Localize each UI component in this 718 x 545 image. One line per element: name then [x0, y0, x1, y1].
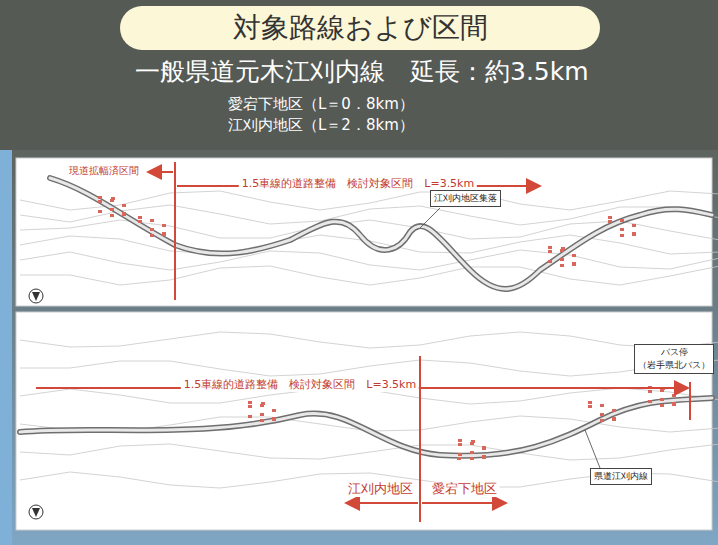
map-label: 現道拡幅済区間 — [66, 165, 142, 177]
callout-box: 江刈内地区集落 — [430, 190, 501, 207]
title-box: 対象路線および区間 — [120, 6, 600, 50]
map-label: 愛宕下地区（L＝0．8km） — [228, 96, 414, 113]
slide-edge — [0, 150, 12, 545]
callout-text: バス停 — [638, 346, 710, 359]
road — [20, 178, 712, 456]
map-label: 一般県道元木江刈内線 延長：約3.5km — [135, 58, 589, 87]
callout-text: 江刈内地区集落 — [434, 192, 497, 205]
section-markers — [36, 162, 690, 522]
map-label: 江刈内地区 — [345, 482, 416, 497]
callout-text: 県道江刈内線 — [594, 470, 648, 483]
building-dots — [98, 196, 676, 460]
north-arrow — [29, 289, 43, 519]
callout-box: バス停（岩手県北バス） — [634, 344, 714, 374]
contour-lines — [20, 191, 718, 488]
slide-background — [0, 0, 718, 150]
callout-text: （岩手県北バス） — [638, 359, 710, 372]
callout-box: 県道江刈内線 — [590, 468, 652, 485]
map-label: 1.5車線的道路整備 検討対象区間 L=3.5km — [181, 379, 419, 392]
map-label: 1.5車線的道路整備 検討対象区間 L=3.5km — [239, 178, 477, 191]
map-label: 江刈内地区（L＝2．8km） — [228, 117, 414, 134]
map-label: 愛宕下地区 — [429, 482, 500, 497]
map-panel — [16, 312, 712, 530]
leader-lines — [420, 208, 600, 468]
